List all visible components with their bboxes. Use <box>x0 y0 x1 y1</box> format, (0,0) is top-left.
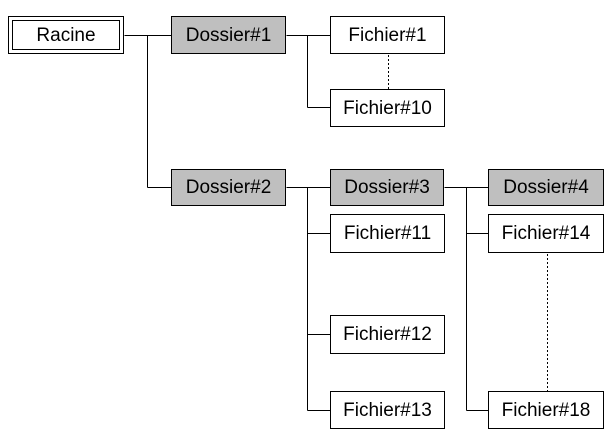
node-dossier3: Dossier#3 <box>330 169 444 206</box>
node-dossier3-label: Dossier#3 <box>344 177 430 198</box>
node-fichier11-label: Fichier#11 <box>343 223 432 244</box>
node-fichier10: Fichier#10 <box>330 89 445 127</box>
node-fichier13-label: Fichier#13 <box>343 399 432 421</box>
node-fichier12-label: Fichier#12 <box>343 324 432 345</box>
node-dossier1: Dossier#1 <box>171 16 286 54</box>
node-dossier1-label: Dossier#1 <box>185 24 272 46</box>
node-fichier14-label: Fichier#14 <box>501 223 591 244</box>
node-fichier1-label: Fichier#1 <box>348 24 427 46</box>
node-fichier10-label: Fichier#10 <box>343 97 432 119</box>
node-dossier2: Dossier#2 <box>171 169 286 206</box>
node-fichier18: Fichier#18 <box>488 391 604 429</box>
node-fichier1: Fichier#1 <box>330 16 445 54</box>
node-fichier11: Fichier#11 <box>330 214 445 253</box>
node-dossier2-label: Dossier#2 <box>185 177 272 198</box>
node-fichier12: Fichier#12 <box>330 315 445 354</box>
node-racine: Racine <box>8 16 124 54</box>
node-dossier4-label: Dossier#4 <box>503 177 589 198</box>
node-dossier4: Dossier#4 <box>488 169 604 206</box>
node-fichier13: Fichier#13 <box>330 391 445 429</box>
node-racine-label: Racine <box>36 24 96 46</box>
node-fichier18-label: Fichier#18 <box>501 399 591 421</box>
node-fichier14: Fichier#14 <box>488 214 604 253</box>
